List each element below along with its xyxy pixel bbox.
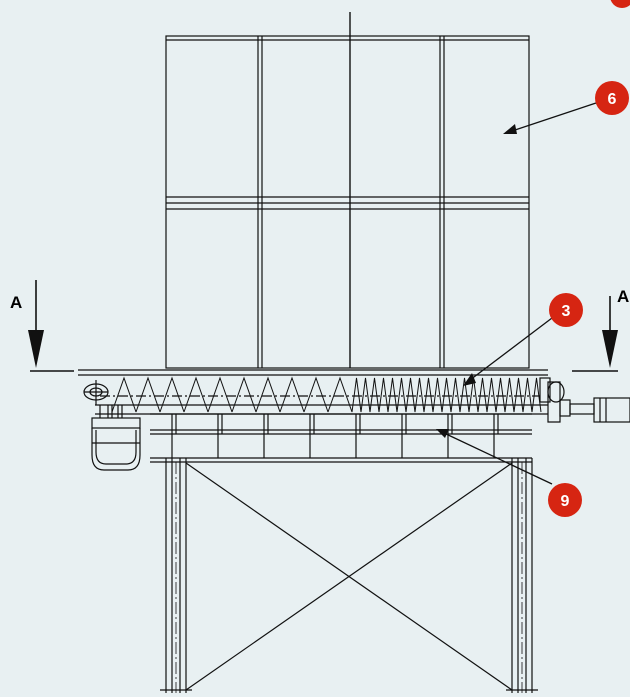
support-beam [150, 413, 532, 463]
callout-6: 6 [595, 81, 629, 115]
leader-line-9 [443, 432, 553, 485]
section-label-left: A [10, 293, 22, 312]
leader-arrow-3-icon [463, 373, 476, 386]
support-stand [160, 458, 538, 693]
callout-6-label: 6 [608, 91, 617, 108]
callout-9: 9 [548, 483, 582, 517]
callout-9-label: 9 [561, 493, 570, 510]
screw-conveyor [78, 369, 551, 415]
silo-body [165, 12, 530, 369]
leader-arrow-9-icon [436, 429, 449, 438]
callout-3-label: 3 [562, 303, 571, 320]
section-arrow-right-icon [602, 330, 618, 368]
section-arrow-left-icon [28, 330, 44, 368]
callout-3: 3 [549, 293, 583, 327]
left-end-bearing [83, 380, 119, 418]
drive-motor [547, 381, 630, 423]
leader-line-6 [511, 102, 597, 132]
callout-partial-top [610, 0, 630, 8]
discharge-chute [91, 405, 141, 471]
section-label-right: A [617, 287, 629, 306]
leader-arrow-6-icon [503, 124, 517, 134]
leader-line-3 [469, 317, 553, 381]
